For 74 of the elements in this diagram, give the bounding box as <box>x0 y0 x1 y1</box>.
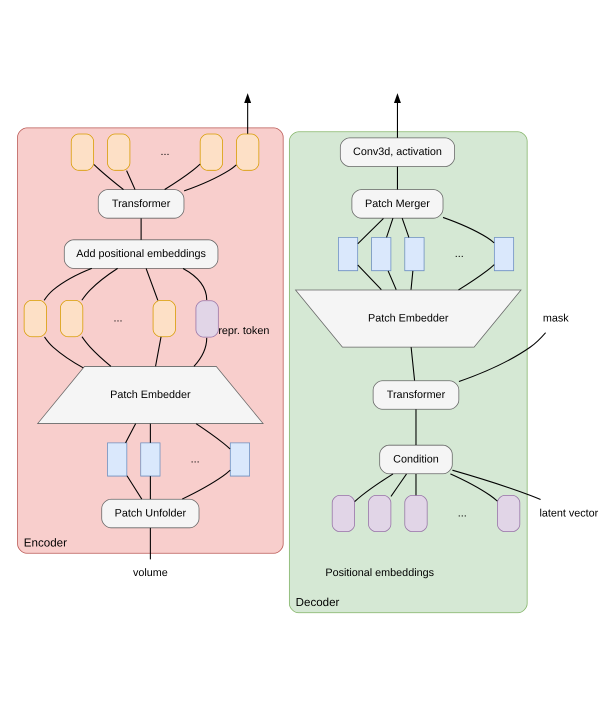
node-capsule <box>152 300 176 337</box>
connector <box>410 346 416 380</box>
connector <box>458 332 546 382</box>
label: Positional embeddings <box>325 566 434 579</box>
connector <box>388 270 397 290</box>
connector <box>82 336 112 366</box>
node-capsule <box>236 133 260 170</box>
connector <box>126 474 142 500</box>
connector <box>44 336 84 368</box>
connector <box>44 267 92 300</box>
node-box <box>230 442 250 476</box>
connector <box>415 474 417 495</box>
node-capsule <box>404 494 428 532</box>
connector <box>182 268 208 300</box>
connector <box>150 476 151 499</box>
label: ... <box>160 146 170 158</box>
node-text: volume <box>132 566 168 579</box>
connector <box>126 170 136 190</box>
arrow <box>244 92 252 134</box>
node-box: Add positional embeddings <box>64 238 218 268</box>
connector <box>396 166 398 189</box>
node-capsule <box>332 494 355 532</box>
node-text: latent vector <box>539 506 598 519</box>
label: ... <box>113 312 122 324</box>
connector <box>140 218 142 240</box>
connector <box>155 336 162 366</box>
node-capsule <box>70 133 94 170</box>
node-capsule <box>200 133 223 170</box>
connector <box>390 473 407 496</box>
connector <box>354 472 394 502</box>
connector <box>458 264 495 290</box>
arrow <box>394 92 401 138</box>
connector <box>357 218 384 244</box>
node-capsule <box>368 494 392 532</box>
connector <box>94 164 124 190</box>
connector <box>415 408 417 445</box>
node-capsule <box>107 133 130 170</box>
connector <box>386 218 394 238</box>
node-capsule <box>24 300 47 337</box>
connector <box>150 423 151 442</box>
connector <box>452 469 541 500</box>
connector <box>196 422 230 449</box>
node-box <box>371 236 392 271</box>
connector <box>184 164 237 191</box>
connector <box>450 472 498 502</box>
node-box <box>107 442 128 476</box>
connector <box>125 422 136 443</box>
connector <box>402 218 410 238</box>
connector <box>357 264 382 290</box>
node-box <box>338 236 358 271</box>
connector <box>442 216 494 243</box>
node-box <box>494 236 514 271</box>
connector <box>164 163 200 190</box>
node-capsule <box>497 494 520 532</box>
connector <box>150 527 151 559</box>
label: ... <box>454 247 464 260</box>
node-text: mask <box>542 312 569 324</box>
node-box <box>404 236 424 271</box>
node-box: Condition <box>379 444 453 474</box>
label: ... <box>458 506 467 519</box>
connector <box>194 337 208 366</box>
node-box <box>140 442 160 476</box>
label: ... <box>190 452 200 465</box>
node-capsule <box>60 300 84 337</box>
connector <box>410 270 414 290</box>
node-box: Conv3d, activation <box>340 137 455 166</box>
node-label: repr. token <box>218 324 270 337</box>
connector <box>182 469 231 500</box>
node-box: Transformer <box>98 188 184 218</box>
node-box: Patch Merger <box>352 188 444 218</box>
connector <box>81 267 118 300</box>
connector <box>146 268 158 300</box>
node-box: Patch Unfolder <box>101 498 200 528</box>
node-box: Transformer <box>372 380 460 410</box>
